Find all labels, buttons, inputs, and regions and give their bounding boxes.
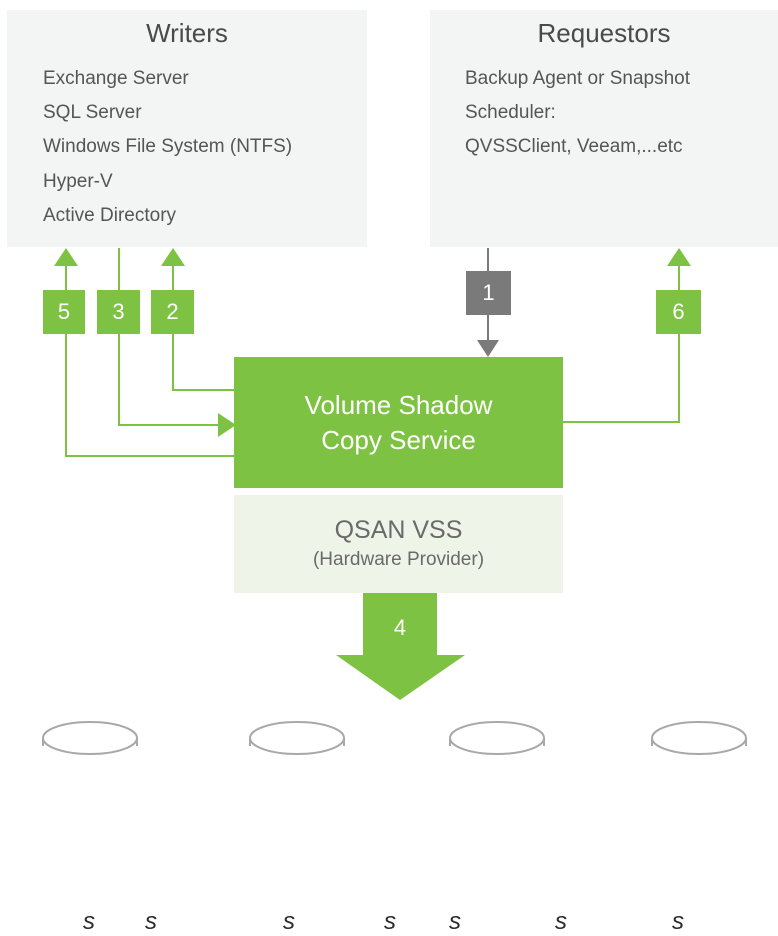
disk-label-1: s (83, 908, 95, 935)
connector-step-5 (65, 264, 234, 457)
step-badge-6: 6 (656, 290, 701, 334)
storage-disk-4 (651, 721, 747, 755)
disk-label-5: s (449, 908, 461, 935)
vss-service-box: Volume Shadow Copy Service (234, 357, 563, 488)
writer-exchange-server: Exchange Server (43, 68, 189, 89)
writer-hyper-v: Hyper-V (43, 171, 113, 192)
connector-step-6 (563, 264, 680, 423)
requestor-line-3: QVSSClient, Veeam,...etc (465, 136, 683, 157)
connector-step-3 (118, 248, 218, 426)
storage-disk-2 (249, 721, 345, 755)
big-arrow-step-4 (336, 593, 465, 700)
storage-disk-1 (42, 721, 138, 755)
step-badge-4: 4 (393, 615, 407, 640)
writer-sql-server: SQL Server (43, 102, 142, 123)
hardware-provider-box: QSAN VSS (Hardware Provider) (234, 495, 563, 593)
arrowhead-step-1 (477, 340, 499, 357)
step-badge-2: 2 (151, 290, 194, 334)
writer-ntfs: Windows File System (NTFS) (43, 136, 293, 157)
requestors-panel: Requestors Backup Agent or Snapshot Sche… (430, 10, 778, 247)
disk-label-3: s (283, 908, 295, 935)
vss-title-line-1: Volume Shadow (304, 389, 493, 420)
writer-active-directory: Active Directory (43, 205, 177, 226)
requestors-title: Requestors (537, 18, 671, 48)
disk-label-2: s (145, 908, 157, 935)
disk-label-4: s (384, 908, 396, 935)
arrowhead-step-6 (667, 248, 691, 266)
vss-title-line-2: Copy Service (321, 424, 476, 455)
disk-label-7: s (672, 908, 684, 935)
disk-label-6: s (555, 908, 567, 935)
provider-subtitle: (Hardware Provider) (312, 549, 485, 570)
writers-panel: Writers Exchange Server SQL Server Windo… (7, 10, 367, 247)
arrowhead-step-3 (218, 413, 236, 437)
provider-name: QSAN VSS (334, 516, 463, 544)
requestor-line-2: Scheduler: (465, 102, 556, 123)
requestor-line-1: Backup Agent or Snapshot (465, 68, 690, 89)
arrowhead-step-5 (54, 248, 78, 266)
step-badge-3: 3 (97, 290, 140, 334)
arrowhead-step-2 (161, 248, 185, 266)
writers-title: Writers (146, 18, 228, 48)
step-badge-5: 5 (43, 290, 85, 334)
step-badge-1: 1 (466, 271, 511, 315)
storage-disk-3 (449, 721, 545, 755)
